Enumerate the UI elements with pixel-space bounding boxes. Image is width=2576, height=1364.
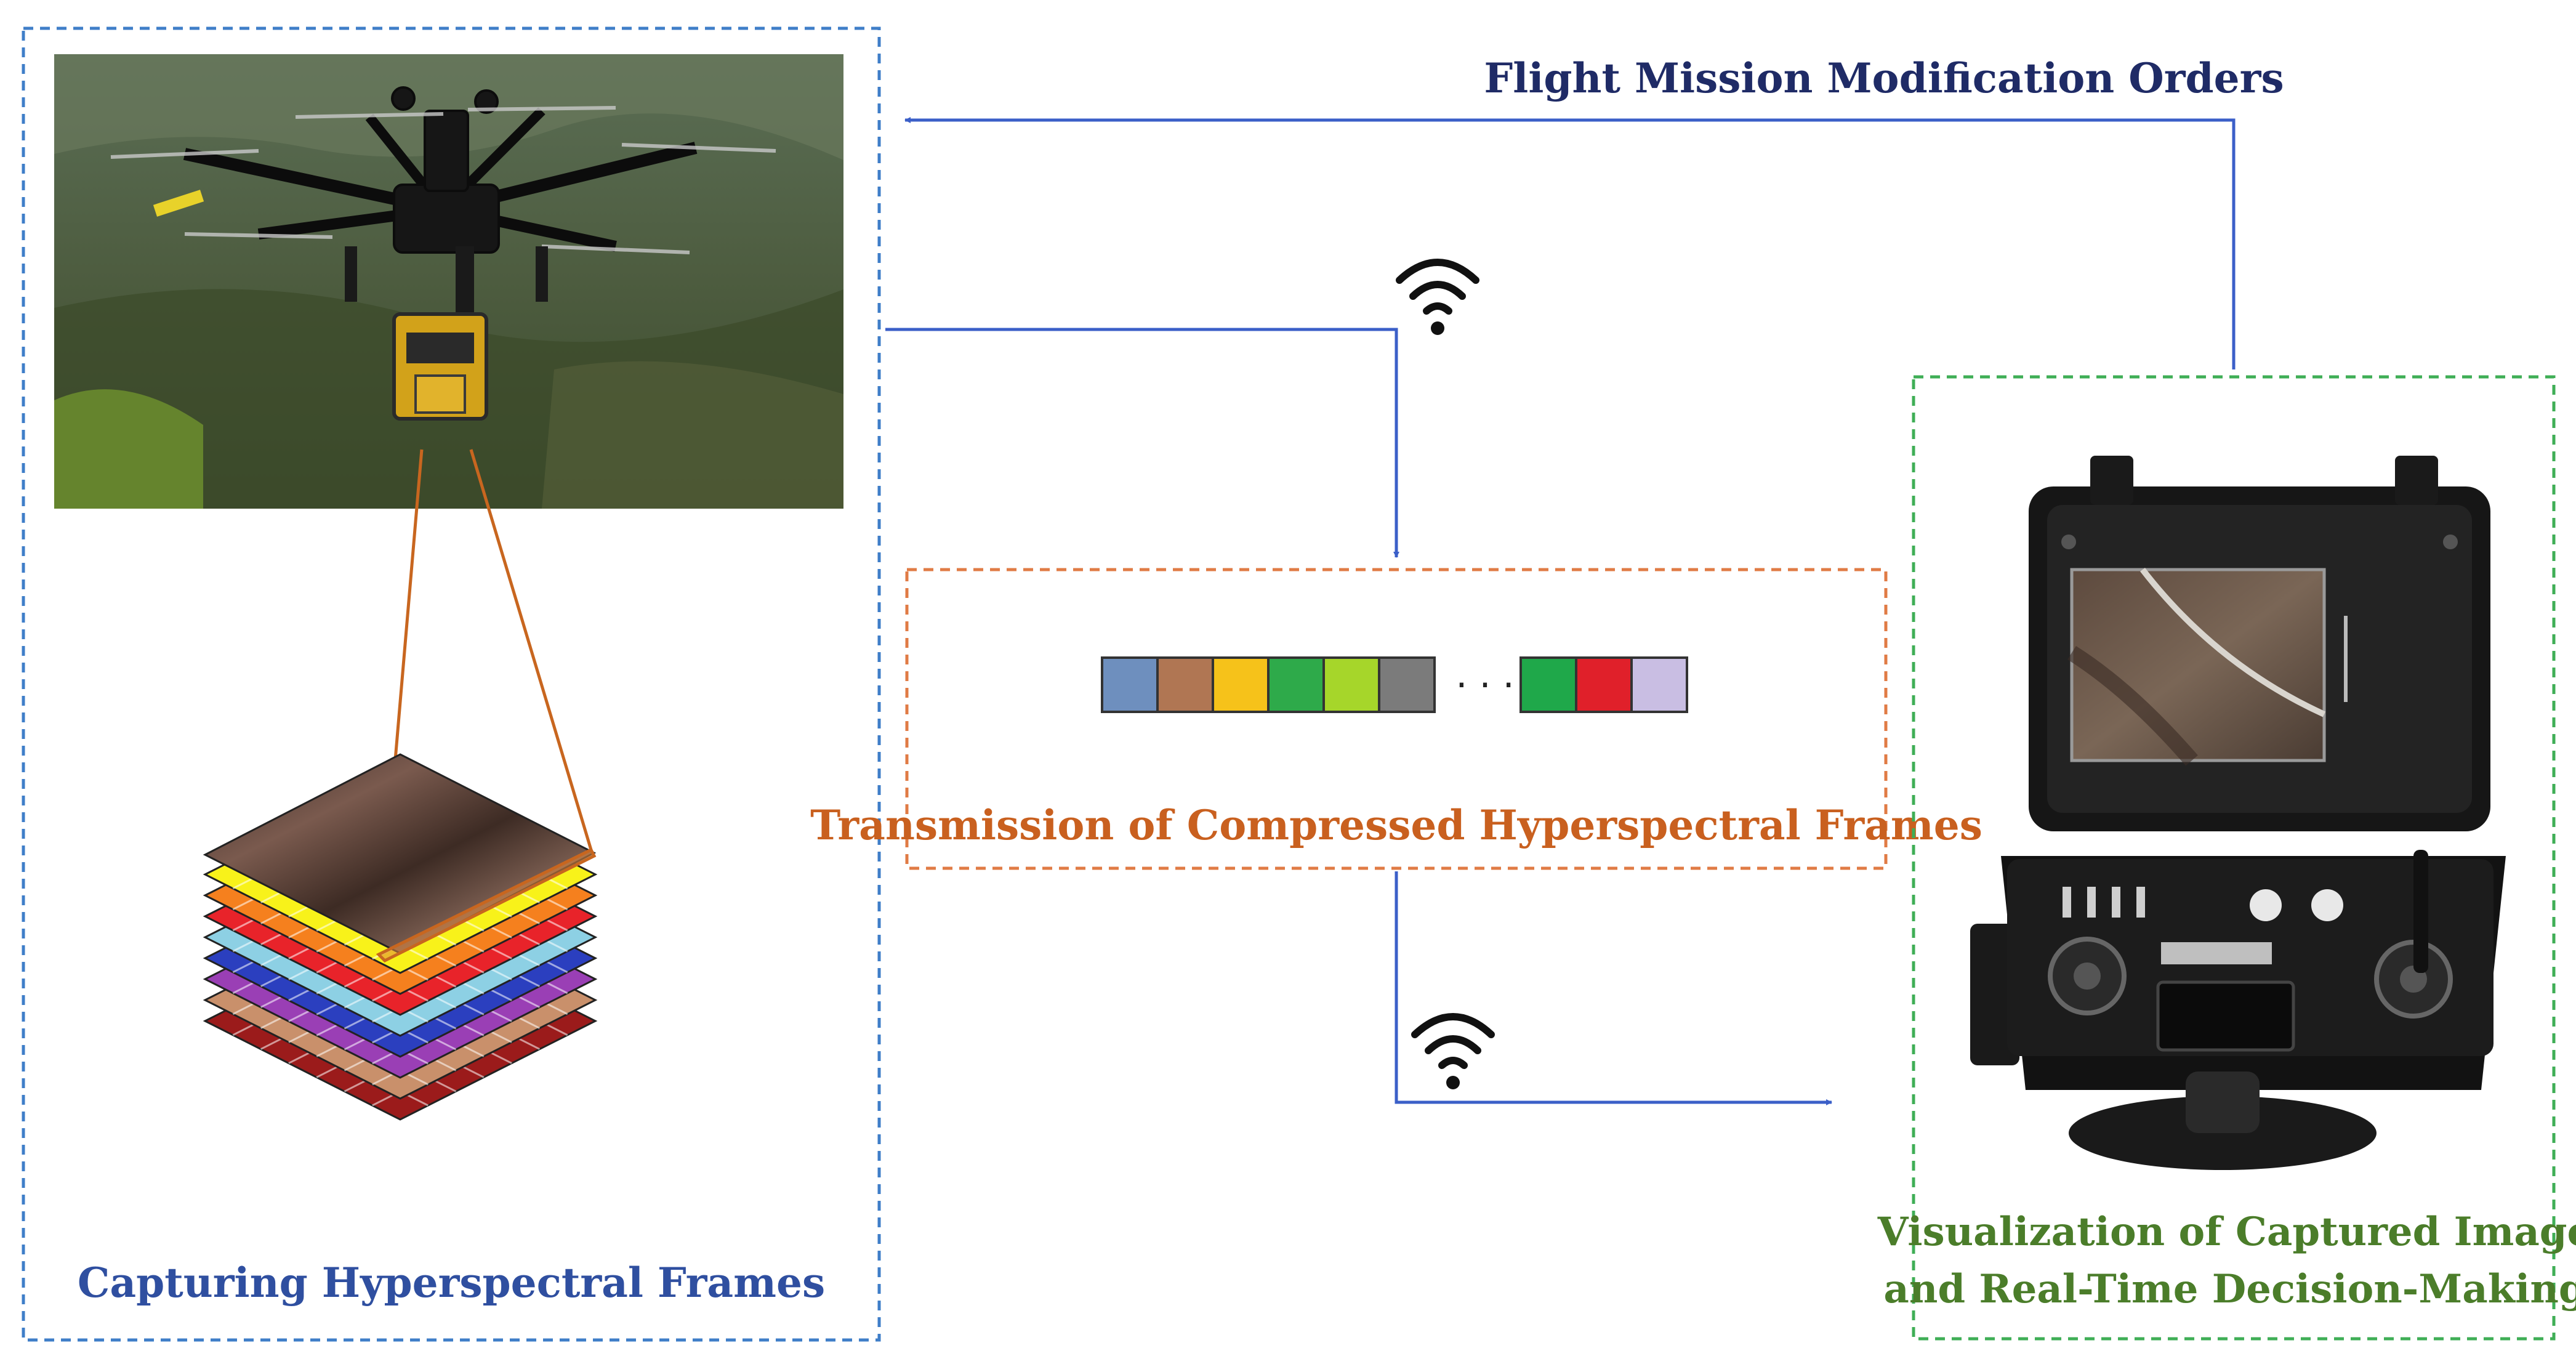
band-cell	[1322, 656, 1380, 713]
ellipsis-text: · · ·	[1455, 664, 1514, 707]
transmission-box	[905, 568, 1888, 870]
highlight-region	[376, 847, 597, 963]
feedback-label: Flight Mission Modification Orders	[1484, 54, 2284, 102]
band-cell	[1267, 656, 1325, 713]
ground-station-photo	[1970, 456, 2506, 1170]
band-cell	[1575, 656, 1633, 713]
band-cell	[1519, 656, 1577, 713]
visualization-label-line1: Visualization of Captured Image	[1877, 1209, 2576, 1255]
band-cell	[1156, 656, 1214, 713]
delivery-arrow	[1395, 871, 1832, 1105]
wifi-icon	[1396, 259, 1479, 335]
capture-label: Capturing Hyperspectral Frames	[78, 1259, 825, 1307]
band-sequence	[1101, 656, 1688, 713]
visualization-box	[1912, 375, 2556, 1341]
visualization-label-line2: and Real-Time Decision-Making	[1883, 1266, 2576, 1312]
transmission-label: Transmission of Compressed Hyperspectral…	[810, 801, 1982, 849]
band-cell	[1101, 656, 1159, 713]
drone-photo	[54, 54, 843, 509]
band-cell	[1630, 656, 1688, 713]
band-cell	[1378, 656, 1436, 713]
wifi-icon	[1411, 1013, 1495, 1089]
band-cell	[1212, 656, 1270, 713]
downlink-arrow	[885, 328, 1399, 558]
capture-box	[22, 26, 881, 1342]
feedback-arrow	[904, 117, 2236, 369]
